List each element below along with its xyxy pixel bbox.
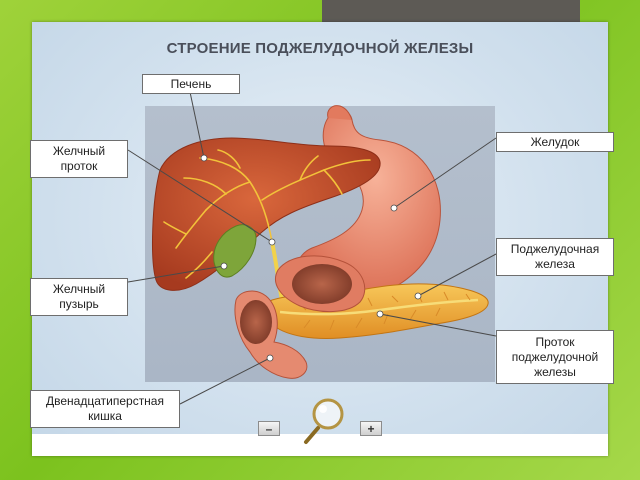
duodenum-loop-lumen xyxy=(240,300,272,344)
bile-duct-shape xyxy=(270,241,284,301)
zoom-out-button[interactable]: – xyxy=(258,421,280,436)
label-gallbladder: Желчный пузырь xyxy=(30,278,128,316)
label-liver: Печень xyxy=(142,74,240,94)
label-pancreatic-duct: Проток поджелудочной железы xyxy=(496,330,614,384)
label-duodenum: Двенадцатиперстная кишка xyxy=(30,390,180,428)
esophagus-shape xyxy=(327,105,353,121)
label-bile-duct: Желчный проток xyxy=(30,140,128,178)
leader-lines xyxy=(127,91,497,405)
pancreatic-duct-shape xyxy=(279,298,479,316)
top-dark-strip xyxy=(322,0,580,22)
liver-vessels xyxy=(163,149,371,279)
slide-bottom-bar xyxy=(32,434,608,456)
leader-dots xyxy=(200,154,422,362)
label-stomach: Желудок xyxy=(496,132,614,152)
magnifier-icon[interactable] xyxy=(304,398,344,444)
zoom-in-button[interactable]: + xyxy=(360,421,382,436)
duodenum-top-lumen xyxy=(292,264,352,304)
liver-shape xyxy=(152,137,381,291)
page-title: СТРОЕНИЕ ПОДЖЕЛУДОЧНОЙ ЖЕЛЕЗЫ xyxy=(166,40,474,57)
label-pancreas: Поджелудочная железа xyxy=(496,238,614,276)
